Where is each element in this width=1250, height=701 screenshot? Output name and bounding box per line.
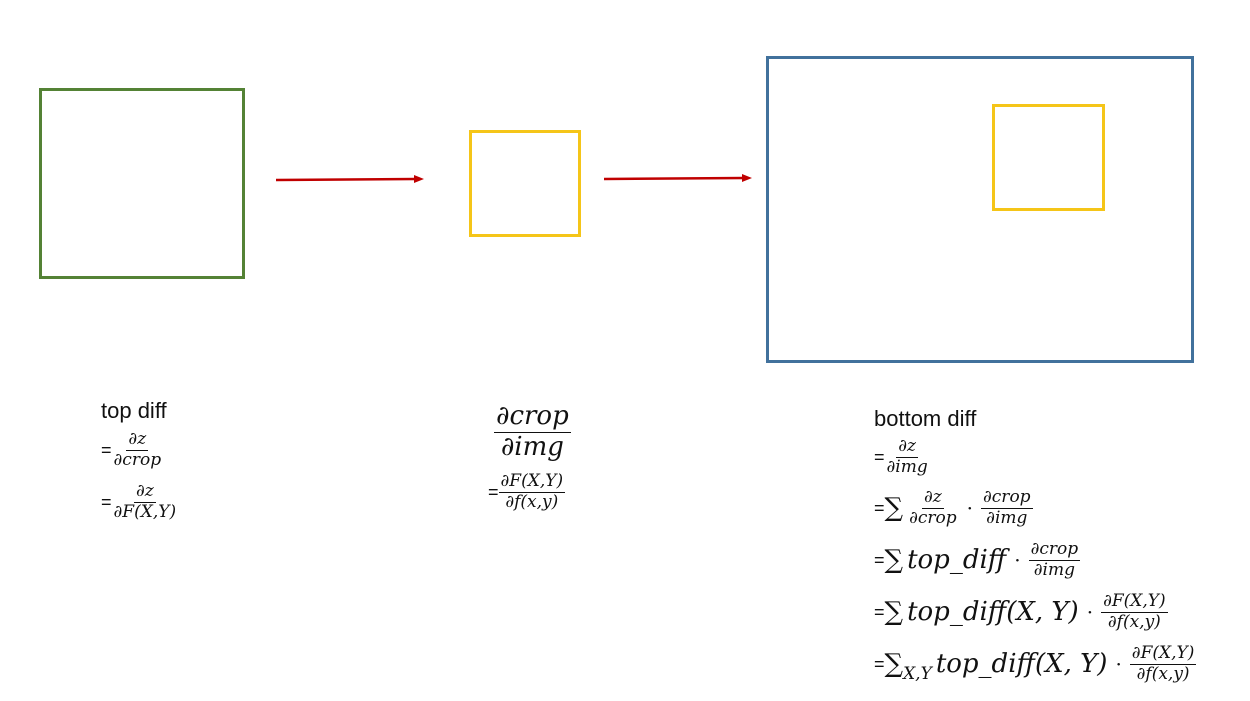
- top-diff-line-1: = ∂z ∂crop: [101, 429, 163, 470]
- sum-symbol: ∑: [884, 649, 904, 680]
- dot-operator: ·: [1086, 600, 1094, 625]
- fraction: ∂F(X,Y) ∂f(x,y): [1129, 643, 1197, 684]
- dot-operator: ·: [1115, 652, 1122, 677]
- image-rectangle: [766, 56, 1194, 363]
- equals-sign: =: [101, 491, 112, 512]
- fraction: ∂z ∂F(X,Y): [113, 481, 177, 522]
- equals-sign: =: [874, 601, 885, 622]
- fraction: ∂crop ∂img: [494, 401, 571, 462]
- bottom-diff-line-2: = ∑ ∂z ∂crop · ∂crop ∂img: [874, 487, 1033, 528]
- equals-sign: =: [874, 497, 885, 518]
- bottom-diff-title: bottom diff: [874, 406, 977, 431]
- equals-sign: =: [101, 439, 112, 460]
- crop-region-in-image: [992, 104, 1105, 211]
- sum-symbol: ∑: [884, 493, 904, 524]
- equals-sign: =: [874, 549, 885, 570]
- arrow-2: [603, 174, 752, 182]
- crop-derivative-main: ∂crop ∂img: [494, 401, 571, 463]
- dot-operator: ·: [1014, 548, 1021, 573]
- top-diff-line-2: = ∂z ∂F(X,Y): [101, 481, 178, 522]
- source-square: [39, 88, 245, 279]
- top-diff-term: top_diff(X, Y): [935, 649, 1108, 680]
- fraction: ∂z ∂crop: [909, 487, 957, 528]
- fraction: ∂crop ∂img: [1028, 539, 1081, 580]
- top-diff-term: top_diff: [907, 545, 1007, 576]
- equals-sign: =: [488, 481, 499, 502]
- equals-sign: =: [874, 653, 885, 674]
- arrow-1: [275, 175, 424, 183]
- sum-symbol: ∑: [884, 545, 904, 576]
- bottom-diff-line-4: = ∑ top_diff(X, Y) · ∂F(X,Y) ∂f(x,y): [874, 591, 1168, 632]
- top-diff-title: top diff: [101, 398, 167, 423]
- bottom-diff-line-1: = ∂z ∂img: [874, 436, 930, 477]
- sum-symbol: ∑: [884, 597, 904, 628]
- fraction: ∂z ∂img: [886, 436, 928, 477]
- crop-derivative-line-1: = ∂F(X,Y) ∂f(x,y): [488, 471, 566, 512]
- bottom-diff-line-3: = ∑ top_diff · ∂crop ∂img: [874, 539, 1081, 580]
- fraction: ∂F(X,Y) ∂f(x,y): [1101, 591, 1168, 632]
- bottom-diff-line-5: = ∑ X,Y top_diff(X, Y) · ∂F(X,Y) ∂f(x,y): [874, 643, 1197, 685]
- dot-operator: ·: [966, 496, 973, 521]
- top-diff-term: top_diff(X, Y): [907, 597, 1079, 628]
- crop-square: [469, 130, 581, 237]
- fraction: ∂crop ∂img: [981, 487, 1033, 528]
- equals-sign: =: [874, 446, 885, 467]
- sum-subscript: X,Y: [903, 664, 932, 685]
- fraction: ∂F(X,Y) ∂f(x,y): [498, 471, 566, 512]
- fraction: ∂z ∂crop: [113, 429, 162, 470]
